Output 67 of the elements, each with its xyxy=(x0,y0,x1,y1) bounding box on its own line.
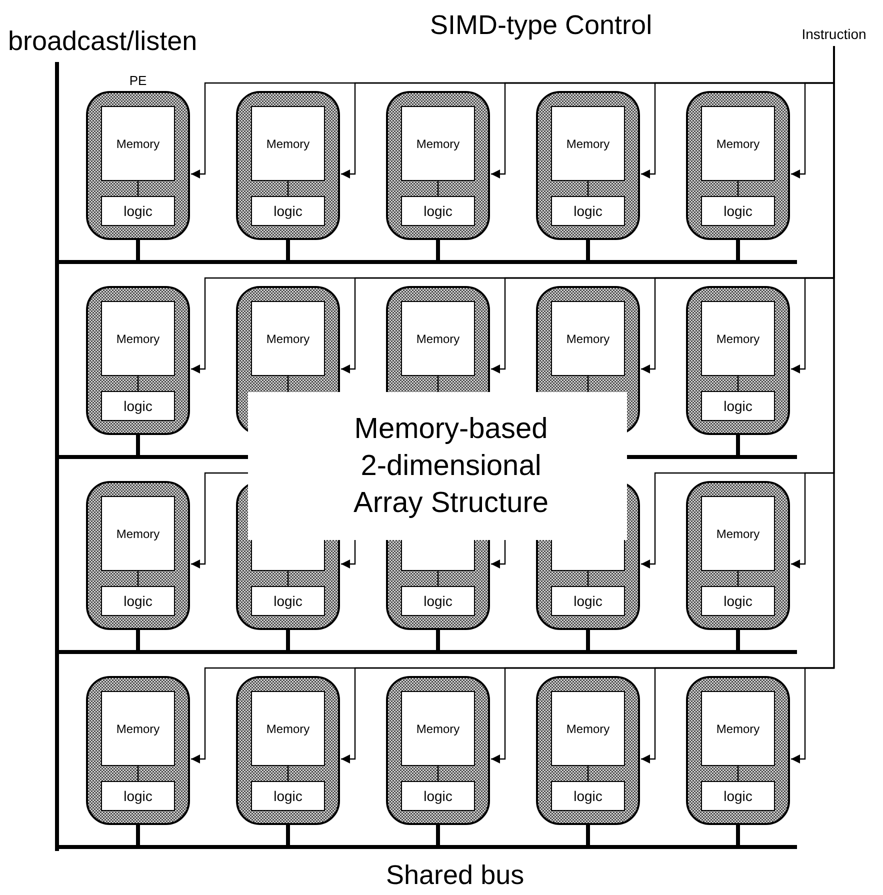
logic-box: logic xyxy=(551,586,625,616)
memory-box: Memory xyxy=(251,691,325,766)
logic-box: logic xyxy=(251,586,325,616)
connector-line xyxy=(137,376,139,391)
logic-box: logic xyxy=(251,781,325,811)
logic-box: logic xyxy=(701,391,775,421)
connector-line xyxy=(287,376,289,392)
bus-label: broadcast/listen xyxy=(8,26,198,57)
logic-box: logic xyxy=(551,781,625,811)
memory-box xyxy=(551,540,625,571)
logic-box: logic xyxy=(401,196,475,226)
instruction-label: Instruction xyxy=(788,26,880,42)
connector-line xyxy=(341,540,356,568)
connector-line xyxy=(437,766,439,781)
connector-line xyxy=(437,376,439,392)
memory-box: Memory xyxy=(551,301,625,376)
logic-box: logic xyxy=(101,781,175,811)
connector-line xyxy=(437,571,439,586)
memory-box: Memory xyxy=(401,301,475,376)
memory-box xyxy=(401,540,475,571)
connector-line xyxy=(137,766,139,781)
memory-box: Memory xyxy=(401,691,475,766)
connector-line xyxy=(737,766,739,781)
memory-box: Memory xyxy=(701,301,775,376)
connector-line xyxy=(791,46,835,764)
connector-line xyxy=(587,766,589,781)
connector-line xyxy=(137,181,139,196)
connector-line xyxy=(137,571,139,586)
memory-box: Memory xyxy=(401,106,475,181)
bus-label: Shared bus xyxy=(386,860,524,891)
logic-box: logic xyxy=(101,586,175,616)
logic-box: logic xyxy=(701,196,775,226)
pe-label: PE xyxy=(129,73,147,88)
logic-box: logic xyxy=(101,196,175,226)
connector-line xyxy=(737,571,739,586)
logic-box: logic xyxy=(701,586,775,616)
memory-box: Memory xyxy=(101,691,175,766)
connector-line xyxy=(737,181,739,196)
logic-box: logic xyxy=(401,781,475,811)
logic-box: logic xyxy=(551,196,625,226)
connector-line xyxy=(587,376,589,392)
connector-line xyxy=(437,181,439,196)
memory-box: Memory xyxy=(251,106,325,181)
title-panel: Memory-based 2-dimensional Array Structure xyxy=(248,392,627,540)
memory-box: Memory xyxy=(701,496,775,571)
logic-box: logic xyxy=(101,391,175,421)
memory-box: Memory xyxy=(551,106,625,181)
memory-box: Memory xyxy=(551,691,625,766)
logic-box: logic xyxy=(401,586,475,616)
connector-line xyxy=(737,376,739,391)
connector-line xyxy=(191,472,248,568)
memory-box: Memory xyxy=(701,106,775,181)
memory-box: Memory xyxy=(101,496,175,571)
memory-box xyxy=(251,540,325,571)
connector-line xyxy=(491,540,506,568)
logic-box: logic xyxy=(701,781,775,811)
connector-line xyxy=(287,766,289,781)
memory-box: Memory xyxy=(101,301,175,376)
connector-line xyxy=(587,181,589,196)
connector-line xyxy=(287,181,289,196)
memory-box: Memory xyxy=(251,301,325,376)
connector-line xyxy=(587,571,589,586)
control-label: SIMD-type Control xyxy=(430,10,652,41)
memory-box: Memory xyxy=(701,691,775,766)
memory-box: Memory xyxy=(101,106,175,181)
logic-box: logic xyxy=(251,196,325,226)
connector-line xyxy=(287,571,289,586)
